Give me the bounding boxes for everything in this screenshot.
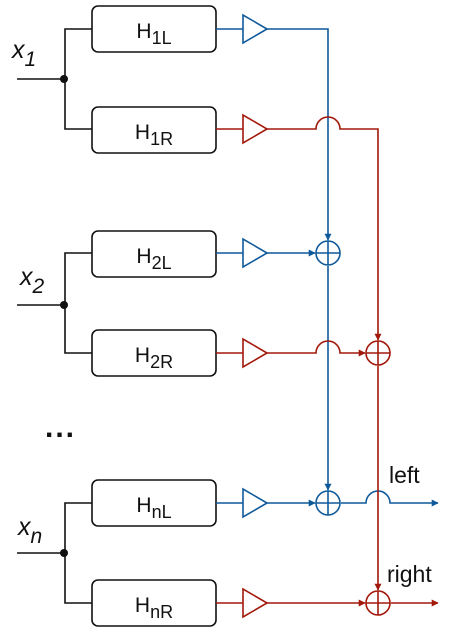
junction-dot-2 [60,301,68,309]
input-label-x1: x1 [11,36,36,71]
sum-node-left-n [315,490,341,516]
filter-box-h1l: H1L [91,5,217,53]
filter-box-hnr: HnR [91,579,217,627]
gain-triangle-nr [242,587,269,619]
output-label-right: right [387,561,432,587]
svg-text:H2R: H2R [135,344,173,372]
gain-triangle-2l [242,237,269,269]
ellipsis-label: ... [45,411,76,444]
svg-text:HnL: HnL [136,494,171,522]
sum-node-left-2 [315,240,341,266]
filter-box-hnl: HnL [91,479,217,527]
sum-node-right-2 [365,340,391,366]
junction-dot-1 [60,75,68,83]
gain-triangle-1l [242,13,269,45]
right-channel-paths [267,116,439,607]
svg-text:HnR: HnR [135,594,173,622]
svg-text:H1L: H1L [136,20,171,48]
gain-triangle-1r [242,113,269,145]
svg-text:H1R: H1R [135,121,173,149]
filter-gain-connectors [216,28,243,604]
filter-box-h2l: H2L [91,230,217,278]
input-label-xn: xn [17,513,42,548]
filter-box-h2r: H2R [91,329,217,377]
junction-dot-n [60,549,68,557]
input-label-x2: x2 [19,263,45,298]
gain-triangle-nl [242,487,269,519]
filter-box-h1r: H1R [91,106,217,154]
left-channel-paths [267,28,439,507]
sum-node-right-n [365,590,391,616]
svg-text:H2L: H2L [136,245,171,273]
output-label-left: left [389,462,420,488]
gain-triangle-2r [242,337,269,369]
